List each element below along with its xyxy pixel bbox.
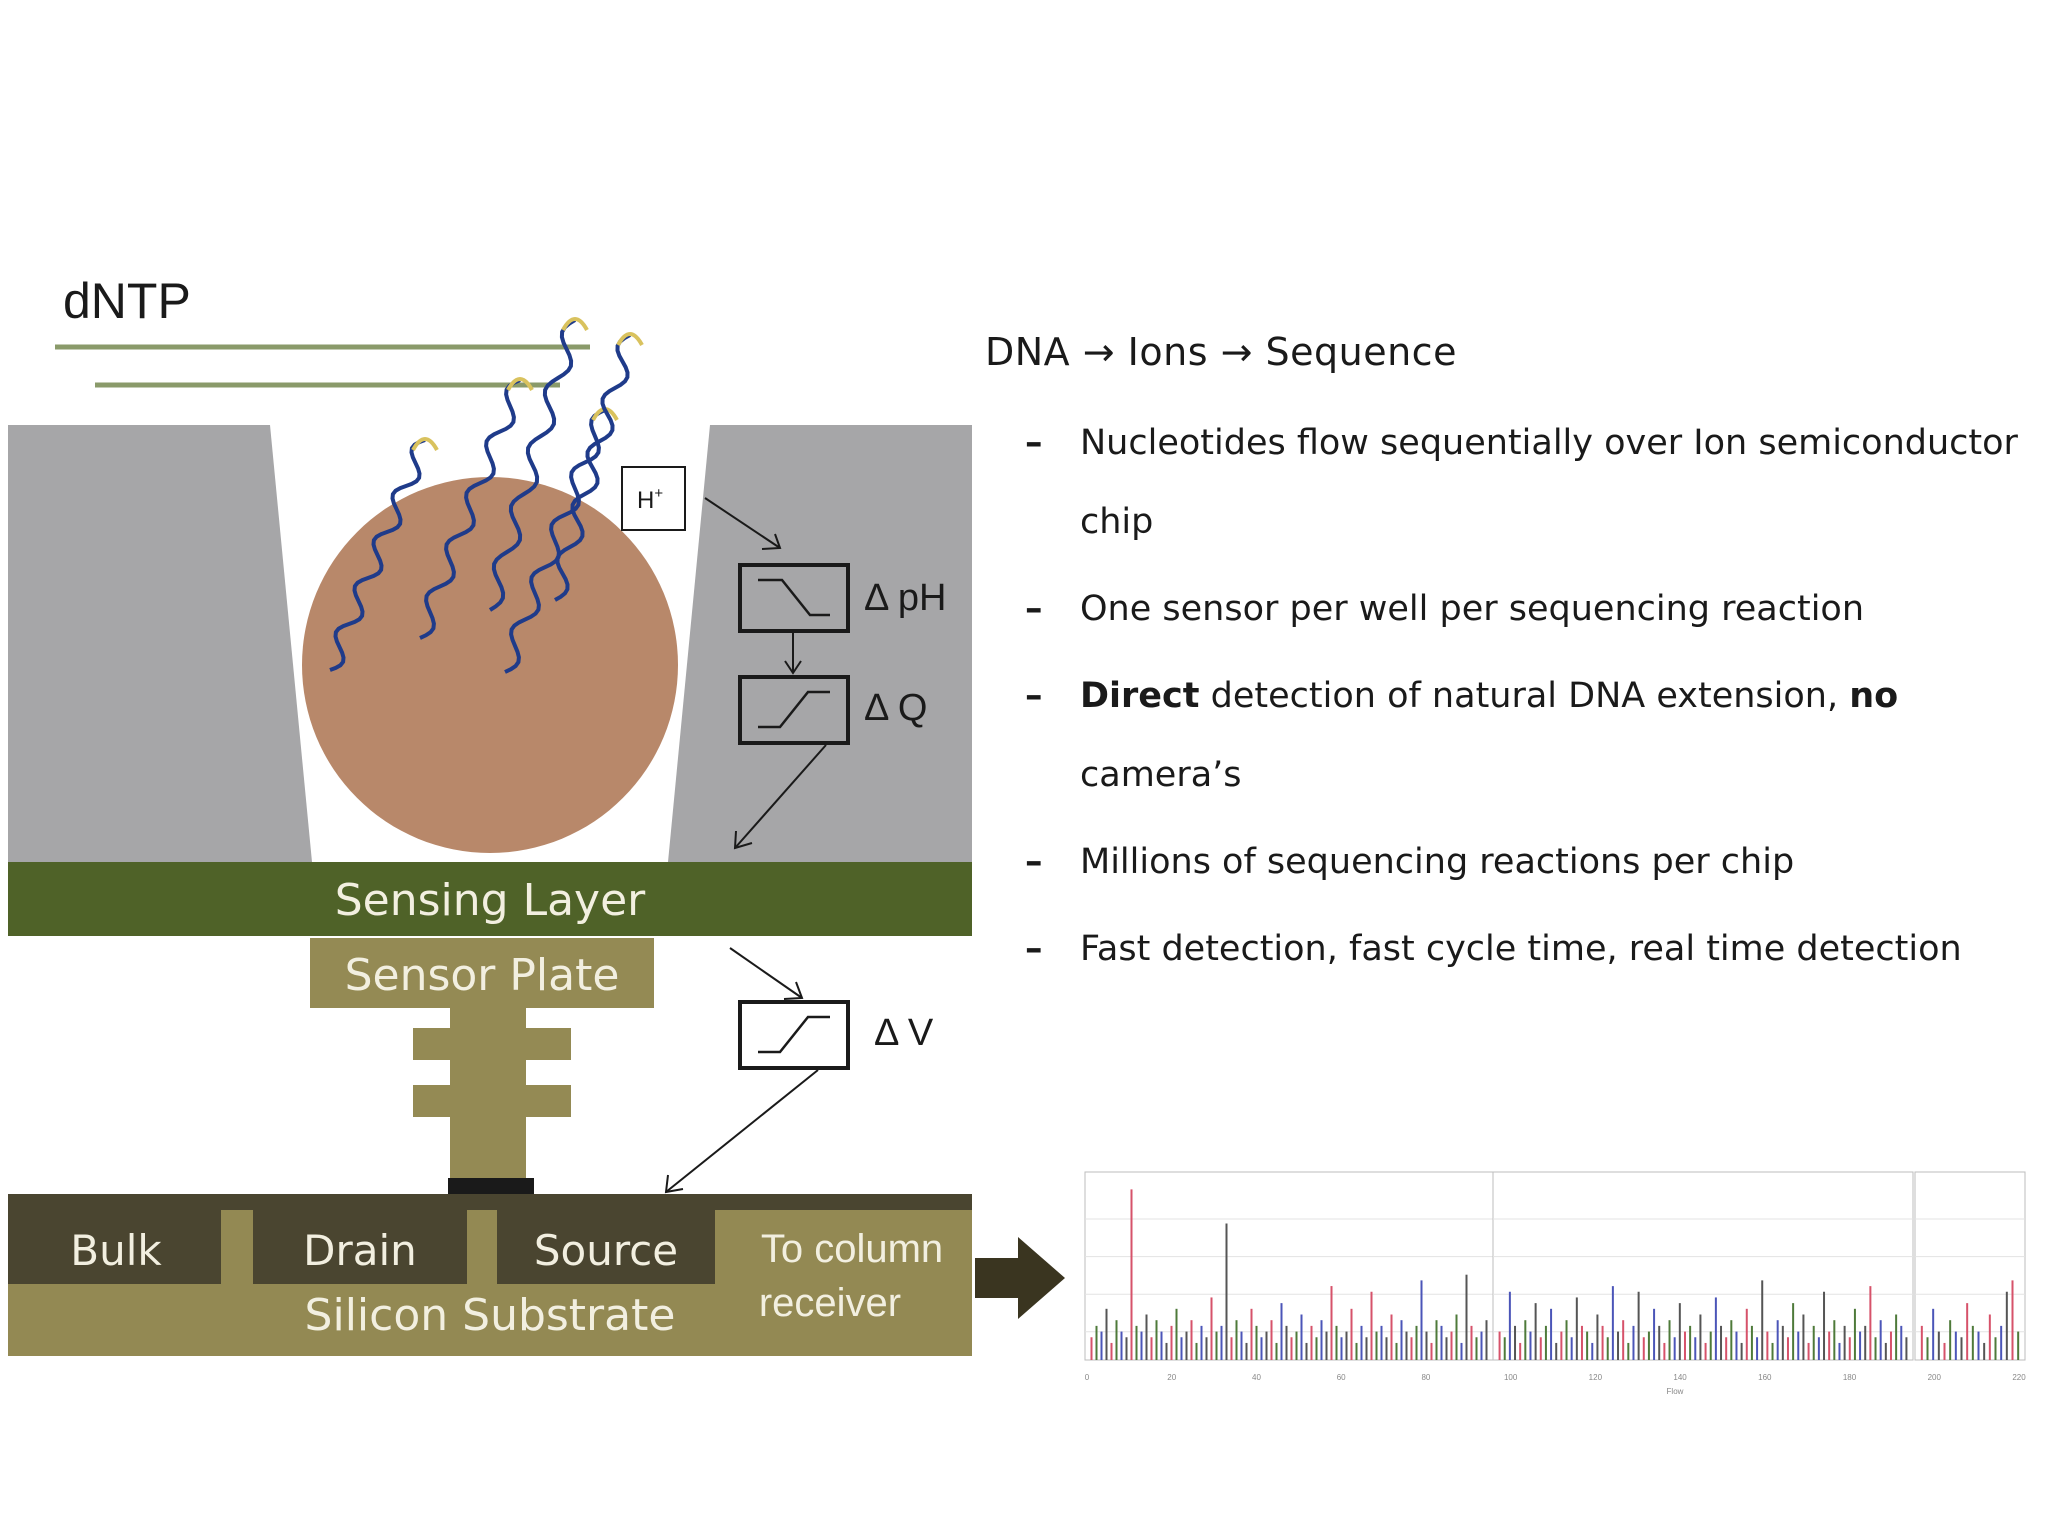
- bullet-dash: –: [1025, 842, 1043, 882]
- bullet-text: Fast detection, fast cycle time, real ti…: [1080, 929, 1962, 969]
- source-label: Source: [534, 1226, 678, 1275]
- bullet-item: –Direct detection of natural DNA extensi…: [985, 657, 2045, 815]
- trace-tick-label: 140: [1673, 1373, 1687, 1382]
- bulk-label: Bulk: [70, 1226, 162, 1275]
- silicon-substrate-label: Silicon Substrate: [305, 1290, 676, 1341]
- dna-strand: [504, 408, 606, 674]
- bullet-text: Direct: [1080, 676, 1200, 716]
- dntp-label: dNTP: [63, 273, 191, 329]
- dna-strand: [329, 438, 426, 672]
- delta-q-box: [738, 675, 850, 745]
- bullet-list: –Nucleotides flow sequentially over Ion …: [985, 404, 2045, 989]
- plate-to-v-arrow: [729, 947, 803, 999]
- q-to-layer-arrowhead: [733, 830, 753, 850]
- delta-q-label: Δ Q: [864, 687, 927, 729]
- bullet-text: detection of natural DNA extension,: [1199, 676, 1850, 716]
- substrate-top-band: [8, 1194, 972, 1210]
- sensing-layer-label: Sensing Layer: [335, 875, 646, 926]
- sensor-stem-fin: [413, 1085, 571, 1117]
- delta-ph-box: [738, 563, 850, 633]
- plate-to-v-arrowhead: [783, 981, 804, 1000]
- h-to-ph-arrowhead: [761, 533, 782, 550]
- dna-strand: [488, 318, 577, 612]
- trace-tick-label: 220: [2012, 1373, 2026, 1382]
- bullet-text: One sensor per well per sequencing react…: [1080, 589, 1865, 629]
- trace-tick-label: 60: [1337, 1373, 1346, 1382]
- bead: [302, 477, 678, 853]
- dna-strands: [329, 317, 644, 674]
- trace-tick-label: 40: [1252, 1373, 1261, 1382]
- dna-strand-tip: [506, 377, 534, 392]
- bullet-text: camera’s: [1080, 755, 1242, 795]
- trace-panel: [1492, 1171, 1914, 1361]
- output-arrow-icon: [975, 1237, 1065, 1319]
- bullet-item: –One sensor per well per sequencing reac…: [985, 570, 2045, 649]
- trace-tick-label: 100: [1504, 1373, 1518, 1382]
- q-to-layer-arrow: [734, 744, 827, 849]
- well-wall-right: [668, 425, 972, 862]
- sensor-stem-fin: [413, 1028, 571, 1060]
- bullet-dash: –: [1025, 423, 1043, 463]
- dna-strand-tip: [616, 332, 644, 347]
- v-step-up-icon: [758, 1015, 830, 1054]
- dna-strand: [419, 378, 521, 640]
- bullet-dash: –: [1025, 676, 1043, 716]
- bullet-item: –Millions of sequencing reactions per ch…: [985, 823, 2045, 902]
- bullet-text: no: [1849, 676, 1899, 716]
- well-wall-left: [8, 425, 312, 862]
- trace-tick-label: 0: [1085, 1373, 1090, 1382]
- h-to-ph-arrow: [704, 497, 781, 549]
- source-region: [497, 1194, 715, 1284]
- bullet-dash: –: [1025, 589, 1043, 629]
- trace-tick-label: 20: [1167, 1373, 1176, 1382]
- delta-ph-label: Δ pH: [864, 577, 946, 619]
- delta-v-box: [738, 1000, 850, 1070]
- gate-contact: [448, 1178, 534, 1194]
- h-ion-label: H+: [637, 485, 663, 514]
- v-to-substrate-arrow: [665, 1069, 819, 1193]
- ph-step-down-icon: [758, 578, 830, 617]
- to-column-receiver-label: To column: [761, 1227, 943, 1271]
- dna-strand: [554, 333, 631, 602]
- ph-to-q-arrowhead: [784, 660, 802, 675]
- bullet-heading: DNA → Ions → Sequence: [985, 330, 1457, 374]
- trace-xlabel: Flow: [1667, 1387, 1684, 1396]
- bullet-dash: –: [1025, 929, 1043, 969]
- h-ion-box: [621, 466, 686, 531]
- trace-tick-label: 160: [1758, 1373, 1772, 1382]
- trace-tick-label: 180: [1843, 1373, 1857, 1382]
- trace-panel: [1914, 1171, 2026, 1361]
- bullet-item: –Fast detection, fast cycle time, real t…: [985, 910, 2045, 989]
- dna-strand-tip: [411, 437, 439, 452]
- trace-tick-label: 80: [1421, 1373, 1430, 1382]
- sensor-plate: [310, 938, 654, 1008]
- bulk-region: [8, 1194, 221, 1284]
- drain-label: Drain: [303, 1226, 417, 1275]
- bullet-item: –Nucleotides flow sequentially over Ion …: [985, 404, 2045, 562]
- delta-v-label: Δ V: [874, 1012, 934, 1054]
- dna-strand-tip: [561, 317, 589, 332]
- bullet-text: Millions of sequencing reactions per chi…: [1080, 842, 1795, 882]
- sensor-plate-label: Sensor Plate: [345, 950, 620, 1001]
- trace-tick-label: 200: [1928, 1373, 1942, 1382]
- ion-sensor-diagram: dNTP H+ Δ pH Δ Q Sensing Layer Sensor Pl…: [8, 273, 1065, 1356]
- sensing-layer: [8, 862, 972, 936]
- drain-region: [253, 1194, 467, 1284]
- q-step-up-icon: [758, 690, 830, 729]
- v-to-substrate-arrowhead: [664, 1174, 684, 1194]
- bullet-panel: DNA → Ions → Sequence –Nucleotides flow …: [985, 330, 2045, 997]
- trace-tick-label: 120: [1589, 1373, 1603, 1382]
- bullet-text: Nucleotides flow sequentially over Ion s…: [1080, 423, 2018, 542]
- to-column-receiver-label: receiver: [759, 1281, 901, 1325]
